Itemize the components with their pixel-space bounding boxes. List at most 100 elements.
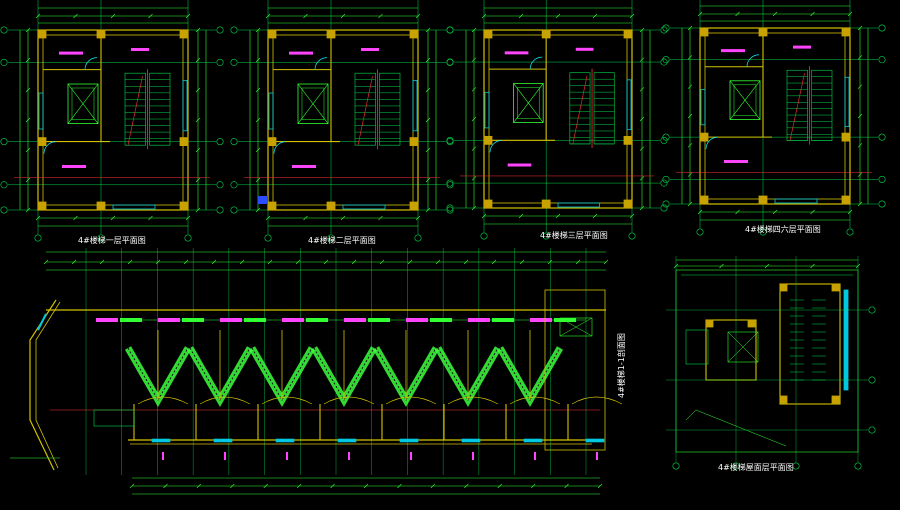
dimension-tick — [295, 259, 301, 265]
axis-bubble — [868, 426, 876, 434]
dimension-tick — [597, 483, 603, 489]
exterior-wall-inner — [42, 34, 184, 206]
room-label — [721, 49, 745, 53]
arch — [447, 396, 499, 405]
dimension-tick — [25, 177, 31, 183]
level-tag — [182, 318, 204, 322]
vent-box — [559, 317, 593, 337]
axis-bubble — [216, 26, 224, 34]
structural-column — [541, 199, 551, 209]
window — [38, 92, 44, 130]
elevator-shaft — [513, 83, 544, 123]
level-tag — [220, 318, 242, 322]
dimension-tick — [323, 259, 329, 265]
axis-bubble — [230, 26, 238, 34]
dimension-tick — [497, 483, 502, 489]
stair-core-wall — [705, 319, 757, 381]
dimension-tick — [810, 11, 815, 17]
structural-column — [96, 201, 106, 211]
structural-column — [831, 395, 840, 404]
stair-flight — [593, 72, 615, 145]
dimension-tick — [772, 209, 778, 215]
dimension-tick — [687, 143, 693, 148]
dimension-tick — [379, 259, 385, 265]
dimension-tick — [719, 263, 724, 269]
dimension-tick — [471, 116, 477, 122]
arch — [199, 396, 251, 405]
dimension-tick — [687, 55, 693, 60]
stair-flight — [124, 72, 146, 146]
room-label — [507, 163, 532, 167]
plan-4-title: 4#楼梯四六层平面图 — [745, 224, 821, 234]
dimension-tick — [163, 483, 168, 489]
level-tag — [530, 318, 552, 322]
structural-column — [409, 29, 419, 39]
dimension-tick — [425, 57, 431, 63]
window — [484, 91, 490, 129]
window — [151, 438, 171, 443]
window — [700, 89, 706, 126]
stair-flight — [786, 69, 808, 141]
window — [399, 438, 419, 443]
level-tag — [344, 318, 366, 322]
level-tag — [406, 318, 428, 322]
room-label — [62, 165, 86, 168]
dimension-tick — [196, 483, 202, 489]
axis-bubble — [878, 24, 886, 32]
structural-column — [267, 201, 277, 211]
axis-bubble — [0, 26, 8, 34]
floor-plan-2 — [230, 0, 454, 242]
dimension-tick — [195, 147, 201, 153]
exterior-wall — [699, 27, 851, 205]
elevator-cross — [729, 80, 761, 120]
axis-bubble — [660, 179, 668, 187]
level-tag — [96, 318, 118, 322]
axis-bubble — [216, 138, 224, 146]
plan-3-title: 4#楼梯三层平面图 — [540, 230, 608, 240]
dimension-tick — [351, 259, 357, 265]
stair-flight — [149, 72, 171, 146]
level-tag — [554, 318, 576, 322]
window — [337, 438, 357, 443]
door-swing — [273, 141, 287, 154]
axis-bubble — [230, 58, 238, 66]
arch — [261, 396, 313, 405]
level-tag — [472, 452, 474, 460]
dimension-tick — [255, 117, 261, 123]
dimension-tick — [303, 13, 308, 19]
elevator-cross — [297, 83, 329, 124]
room-label — [289, 51, 313, 55]
dimension-tick — [639, 87, 645, 92]
roof-stair — [685, 329, 709, 365]
axis-bubble — [662, 200, 670, 208]
dimension-tick — [810, 263, 815, 269]
window — [557, 202, 600, 208]
door-swing — [314, 57, 328, 70]
dimension-tick — [230, 483, 235, 489]
axis-bubble — [446, 179, 454, 187]
level-tag — [534, 452, 536, 460]
dimension-tick — [25, 57, 31, 63]
axis-bubble — [878, 56, 886, 64]
dimension-tick — [255, 57, 261, 63]
axis-bubble — [97, 234, 105, 242]
dimension-tick — [592, 213, 598, 219]
level-tag — [282, 318, 304, 322]
axis-bubble — [446, 26, 454, 34]
structural-column — [37, 29, 47, 39]
room-label — [292, 165, 316, 168]
stair-break-line — [357, 76, 373, 146]
window — [412, 80, 418, 132]
dimension-tick — [195, 117, 201, 123]
dimension-tick — [518, 213, 524, 219]
structural-column — [37, 201, 47, 211]
dimension-tick — [519, 259, 525, 265]
stair-flight — [569, 72, 591, 145]
axis-bubble — [660, 204, 668, 212]
elevator-shaft — [297, 83, 329, 124]
structural-column — [37, 137, 47, 147]
axis-bubble — [446, 204, 454, 212]
structural-column — [483, 29, 493, 39]
axis-bubble — [696, 228, 704, 236]
structural-column — [758, 195, 768, 205]
